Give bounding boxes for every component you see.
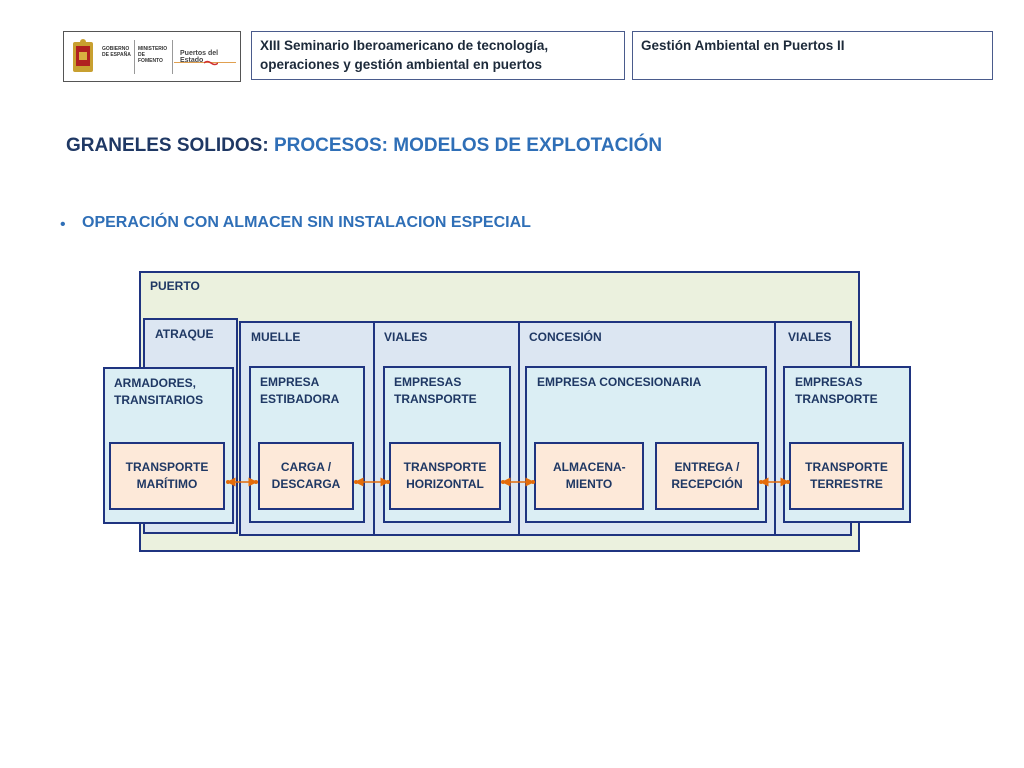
process-almacenamiento: ALMACENA-MIENTO [534, 442, 644, 510]
logo-divider [134, 40, 135, 74]
seminar-line-2: operaciones y gestión ambiental en puert… [260, 57, 543, 72]
zone-concesion-label: CONCESIÓN [529, 330, 602, 344]
page-title: GRANELES SOLIDOS: PROCESOS: MODELOS DE E… [66, 135, 662, 157]
zone-atraque-label: ATRAQUE [155, 327, 214, 341]
actor-concesionaria-label: EMPRESA CONCESIONARIA [537, 375, 702, 389]
actor-armadores-label: ARMADORES, TRANSITARIOS [114, 376, 204, 407]
zone-muelle-label: MUELLE [251, 330, 301, 344]
coat-of-arms-icon [73, 39, 93, 72]
wave-icon [204, 60, 218, 66]
process-almacenamiento-label: ALMACENA-MIENTO [553, 460, 626, 491]
actor-transporte-1-label: EMPRESAS TRANSPORTE [394, 375, 477, 406]
bullet-icon: • [60, 216, 66, 233]
process-transporte-terrestre: TRANSPORTE TERRESTRE [789, 442, 904, 510]
process-entrega-recepcion: ENTREGA / RECEPCIÓN [655, 442, 759, 510]
title-part-1: GRANELES SOLIDOS: [66, 135, 269, 156]
puerto-label: PUERTO [150, 279, 200, 293]
process-transporte-maritimo: TRANSPORTE MARÍTIMO [109, 442, 225, 510]
zone-viales-2-label: VIALES [788, 330, 832, 344]
course-label: Gestión Ambiental en Puertos II [641, 38, 845, 53]
course-title: Gestión Ambiental en Puertos II [632, 31, 993, 80]
actor-transporte-2-label: EMPRESAS TRANSPORTE [795, 375, 878, 406]
process-carga-descarga: CARGA / DESCARGA [258, 442, 354, 510]
actor-estibadora-label: EMPRESA ESTIBADORA [260, 375, 340, 406]
logo-divider [172, 40, 173, 74]
title-part-2: PROCESOS: MODELOS DE EXPLOTACIÓN [268, 135, 663, 156]
logo-gobierno: GOBIERNO DE ESPAÑA [102, 46, 131, 58]
seminar-line-1: XIII Seminario Iberoamericano de tecnolo… [260, 38, 549, 53]
logo-box: GOBIERNO DE ESPAÑA MINISTERIO DE FOMENTO… [63, 31, 241, 82]
logo-ministerio: MINISTERIO DE FOMENTO [138, 46, 168, 64]
seminar-title: XIII Seminario Iberoamericano de tecnolo… [251, 31, 625, 80]
logo-entity: Puertos del Estado [180, 50, 219, 64]
process-transporte-horizontal: TRANSPORTE HORIZONTAL [389, 442, 501, 510]
bullet-text: OPERACIÓN CON ALMACEN SIN INSTALACION ES… [82, 214, 531, 231]
zone-viales-1-label: VIALES [384, 330, 428, 344]
